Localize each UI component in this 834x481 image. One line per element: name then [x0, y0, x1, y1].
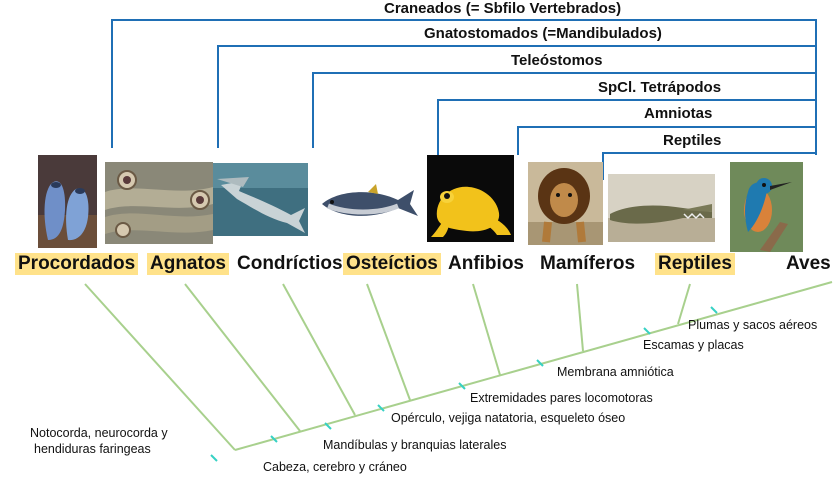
taxon-label-agnatos: Agnatos: [147, 253, 229, 275]
shark-photo: [213, 163, 308, 236]
lion-photo: [528, 162, 603, 245]
lamprey-photo: [105, 162, 213, 244]
branch-agnatos: [184, 283, 301, 432]
branch-osteictios: [366, 283, 411, 401]
taxon-label-aves: Aves: [786, 253, 831, 274]
tick-plumas-a: [643, 327, 651, 335]
clade-label-amniotas: Amniotas: [644, 105, 713, 122]
branch-reptiles: [677, 283, 691, 325]
clade-label-gnatostomados: Gnatostomados (=Mandibulados): [424, 25, 662, 42]
taxon-label-condrictios: Condríctios: [237, 253, 343, 274]
character-label-plumas: Plumas y sacos aéreos: [688, 318, 818, 332]
bracket-amniotas: [517, 126, 816, 155]
branch-anfibios: [472, 283, 501, 376]
character-label-notocorda: Notocorda, neurocorda y: [30, 426, 168, 440]
branch-condrictios: [282, 283, 356, 416]
bracket-reptiles: [602, 152, 816, 180]
tick-membrana: [458, 382, 466, 390]
character-label-cabeza: Cabeza, cerebro y cráneo: [263, 460, 407, 474]
character-label-mandibulas: Mandíbulas y branquias laterales: [323, 438, 507, 452]
bracket-tetrapodos: [437, 99, 816, 155]
clade-label-reptiles: Reptiles: [663, 132, 722, 149]
clade-label-teleostomos: Teleóstomos: [511, 52, 603, 69]
character-label-extremidades: Extremidades pares locomotoras: [470, 391, 653, 405]
character-label-hendiduras: hendiduras faringeas: [34, 442, 151, 456]
character-label-escamas: Escamas y placas: [643, 338, 744, 352]
taxon-label-procordados: Procordados: [15, 253, 139, 275]
clade-label-tetrapodos: SpCl. Tetrápodos: [598, 79, 722, 96]
branch-mamiferos: [576, 283, 584, 352]
branch-procordados: [84, 283, 236, 451]
bracket-gnatostomados: [217, 45, 816, 148]
character-label-membrana: Membrana amniótica: [557, 365, 674, 379]
taxon-label-mamiferos: Mamíferos: [540, 253, 636, 274]
character-label-operculo: Opérculo, vejiga natatoria, esqueleto ós…: [391, 411, 626, 425]
bracket-craneados: [111, 19, 817, 155]
crocodile-photo: [608, 174, 715, 242]
taxon-label-osteictios: Osteíctios: [343, 253, 441, 275]
taxon-label-reptiles: Reptiles: [655, 253, 735, 275]
tick-escamas: [536, 359, 544, 367]
bracket-teleostomos: [312, 72, 816, 148]
tunicate-photo: [38, 155, 97, 248]
tree-trunk: [234, 281, 833, 451]
tick-extremidades: [377, 404, 385, 412]
clade-label-craneados: Craneados (= Sbfilo Vertebrados): [384, 0, 622, 17]
kingfisher-photo: [730, 162, 803, 252]
tick-plumas-b: [710, 306, 718, 314]
tick-opérculo: [324, 422, 332, 430]
tuna-photo: [318, 180, 423, 225]
tick-cabeza: [210, 454, 218, 462]
taxon-label-anfibios: Anfibios: [448, 253, 524, 274]
tick-mandibulas: [270, 435, 278, 443]
frog-photo: [427, 155, 514, 242]
